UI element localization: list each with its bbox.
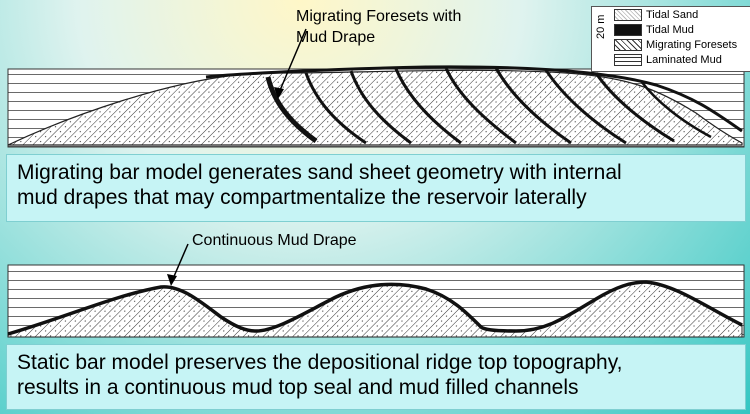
static-bar-caption: Static bar model preserves the depositio… [6,344,746,410]
foresets-swatch [614,39,642,51]
migrating-bar-cross-section [7,28,745,148]
continuous-mud-drape [7,280,743,336]
legend-scale: 20 m [595,14,607,39]
caption-line2: mud drapes that may compartmentalize the… [17,186,587,209]
static-bar-diagram: Continuous Mud Drape [6,227,746,339]
annotation-leader [171,243,189,282]
legend-label: Tidal Sand [646,9,699,21]
tidal-sand-swatch [614,9,642,21]
mud-drape-annotation: Continuous Mud Drape [192,232,357,249]
migrating-bar-caption: Migrating bar model generates sand sheet… [6,154,746,222]
legend-item-migrating-foresets: Migrating Foresets [614,38,737,52]
annotation-leader [277,28,307,96]
caption-line1: Static bar model preserves the depositio… [17,351,623,374]
laminated-swatch [614,54,642,66]
annotation-arrowhead [167,274,177,286]
caption-line2: results in a continuous mud top seal and… [17,376,579,399]
legend-label: Tidal Mud [646,24,694,36]
legend-item-tidal-sand: Tidal Sand [614,8,698,22]
foreset-annotation-line1: Migrating Foresets with [296,8,462,25]
tidal-mud-swatch [614,24,642,36]
foreset-mud-drapes [265,67,712,145]
legend-label: Laminated Mud [646,54,722,66]
legend-item-tidal-mud: Tidal Mud [614,23,694,37]
migrating-bar-diagram: Migrating Foresets with Mud Drape 20 m T… [6,3,750,149]
legend-label: Migrating Foresets [646,39,738,51]
legend-item-laminated-mud: Laminated Mud [614,53,722,67]
caption-line1: Migrating bar model generates sand sheet… [17,161,622,184]
foreset-annotation-line2: Mud Drape [296,29,376,46]
static-bar-cross-section [7,243,745,338]
legend: 20 m Tidal Sand Tidal Mud Migrating Fore… [591,6,750,72]
annotation-arrowhead [274,87,284,99]
